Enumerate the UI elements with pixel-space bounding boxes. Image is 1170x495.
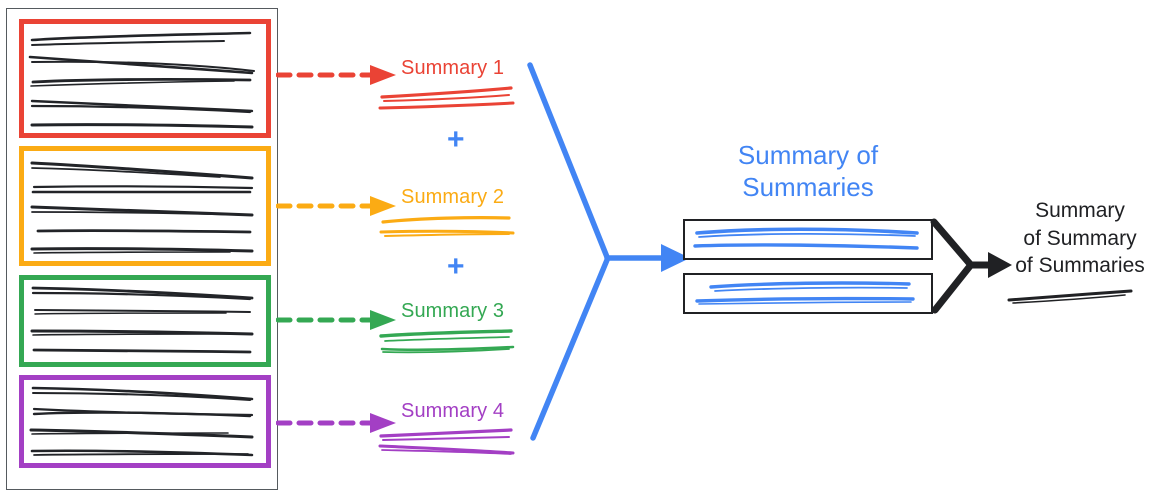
summary-1-scribble xyxy=(378,86,515,110)
summary-3-label: Summary 3 xyxy=(401,300,505,322)
blue-scribble-2 xyxy=(695,281,915,305)
final-output-scribble xyxy=(1007,289,1133,304)
document-chunk-purple[interactable] xyxy=(19,375,271,468)
scribble-lines-orange xyxy=(30,161,254,254)
summary-4-label: Summary 4 xyxy=(401,400,505,422)
black-converge-arrow xyxy=(930,218,1012,314)
summary-2-label: Summary 2 xyxy=(401,186,505,208)
document-chunk-orange[interactable] xyxy=(19,146,271,266)
summary-1-label: Summary 1 xyxy=(401,57,505,79)
summary-3-scribble xyxy=(379,329,515,354)
summary-of-summaries-box-2[interactable] xyxy=(683,273,933,314)
final-text-line-3: of Summaries xyxy=(1015,254,1145,278)
blue-converge-arrow xyxy=(527,62,690,441)
final-text-line-1: Summary xyxy=(1035,199,1125,222)
summary-of-summaries-box-1[interactable] xyxy=(683,219,933,260)
summary-2-scribble xyxy=(379,216,515,237)
summary-4-scribble xyxy=(378,428,515,455)
sos-title-line-2: Summaries xyxy=(742,171,874,202)
document-chunk-green[interactable] xyxy=(19,275,271,367)
plus-sign-2: + xyxy=(447,250,465,283)
summary-of-summaries-title: Summary of Summaries xyxy=(683,140,933,203)
dashed-arrow-red xyxy=(276,65,396,85)
blue-scribble-1 xyxy=(693,227,919,250)
scribble-lines-green xyxy=(30,286,254,354)
dashed-arrow-orange xyxy=(276,196,396,216)
sos-title-line-1: Summary of xyxy=(737,140,879,170)
scribble-lines-purple xyxy=(29,386,254,457)
document-chunk-red[interactable] xyxy=(19,19,271,138)
scribble-lines-red xyxy=(28,31,255,129)
final-output-text: Summary of Summary of Summaries xyxy=(1000,197,1160,280)
final-text-line-2: of Summary xyxy=(1023,226,1137,250)
dashed-arrow-purple xyxy=(276,413,396,433)
plus-sign-1: + xyxy=(447,123,465,156)
dashed-arrow-green xyxy=(276,310,396,330)
